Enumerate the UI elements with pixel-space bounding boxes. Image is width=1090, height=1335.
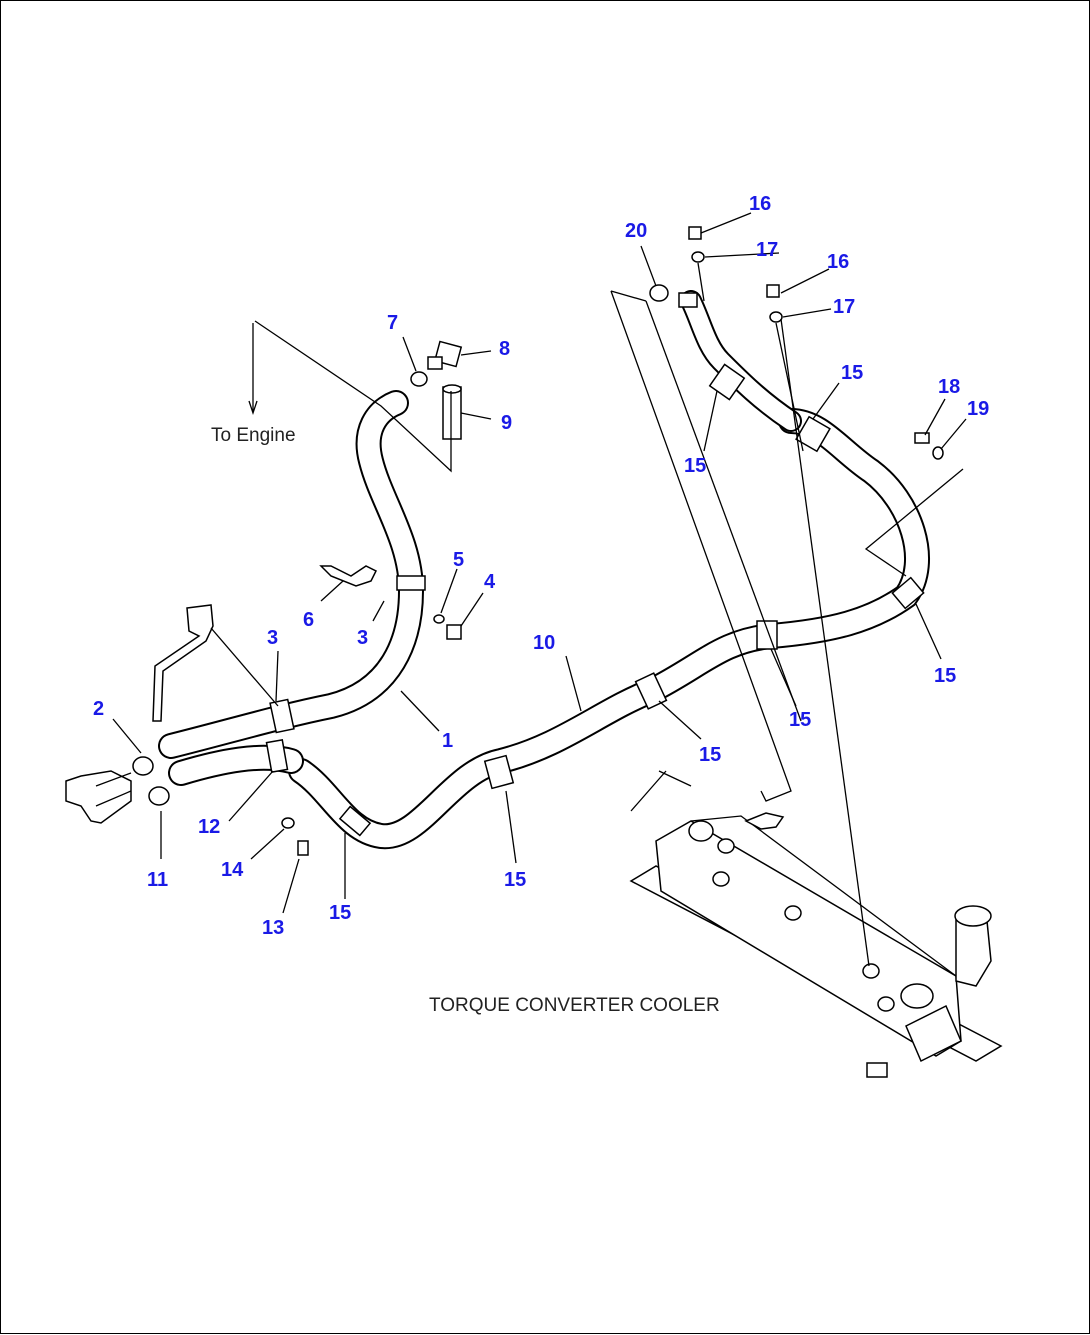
callout-6: 6 xyxy=(303,609,314,631)
callout-8: 8 xyxy=(499,338,510,360)
callout-15f: 15 xyxy=(841,362,863,384)
callout-13: 13 xyxy=(262,917,284,939)
callout-16a: 16 xyxy=(749,193,771,215)
callout-11: 11 xyxy=(147,869,168,891)
callout-5: 5 xyxy=(453,549,464,571)
callout-10: 10 xyxy=(533,632,555,654)
callout-7: 7 xyxy=(387,312,398,334)
callout-15b: 15 xyxy=(504,869,526,891)
callout-4: 4 xyxy=(484,571,496,593)
callout-3b: 3 xyxy=(357,627,368,649)
callout-9: 9 xyxy=(501,412,512,434)
to-engine-label: To Engine xyxy=(211,425,296,446)
hose-10-upper xyxy=(680,290,802,432)
callout-15c: 15 xyxy=(699,744,721,766)
callout-3a: 3 xyxy=(267,627,278,649)
callout-15e: 15 xyxy=(934,665,956,687)
torque-converter-cooler-label: TORQUE CONVERTER COOLER xyxy=(429,995,720,1016)
callout-15d: 15 xyxy=(789,709,811,731)
clamps xyxy=(265,363,925,837)
fittings xyxy=(65,226,944,856)
callout-19: 19 xyxy=(967,398,989,420)
callout-17b: 17 xyxy=(833,296,855,318)
callout-16b: 16 xyxy=(827,251,849,273)
hose-10 xyxy=(288,408,931,850)
torque-converter-cooler xyxy=(629,812,1003,1078)
callout-17a: 17 xyxy=(756,239,778,261)
callout-15a: 15 xyxy=(329,902,351,924)
callout-2: 2 xyxy=(93,698,104,720)
callout-15g: 15 xyxy=(684,455,706,477)
callout-numbers: 1 2 3 3 4 5 6 7 8 9 10 11 12 13 14 15 15… xyxy=(93,193,989,939)
callout-14: 14 xyxy=(221,859,244,881)
callout-12: 12 xyxy=(198,816,220,838)
leader-lines xyxy=(112,212,967,967)
callout-1: 1 xyxy=(442,730,453,752)
callout-18: 18 xyxy=(938,376,960,398)
callout-20: 20 xyxy=(625,220,647,242)
